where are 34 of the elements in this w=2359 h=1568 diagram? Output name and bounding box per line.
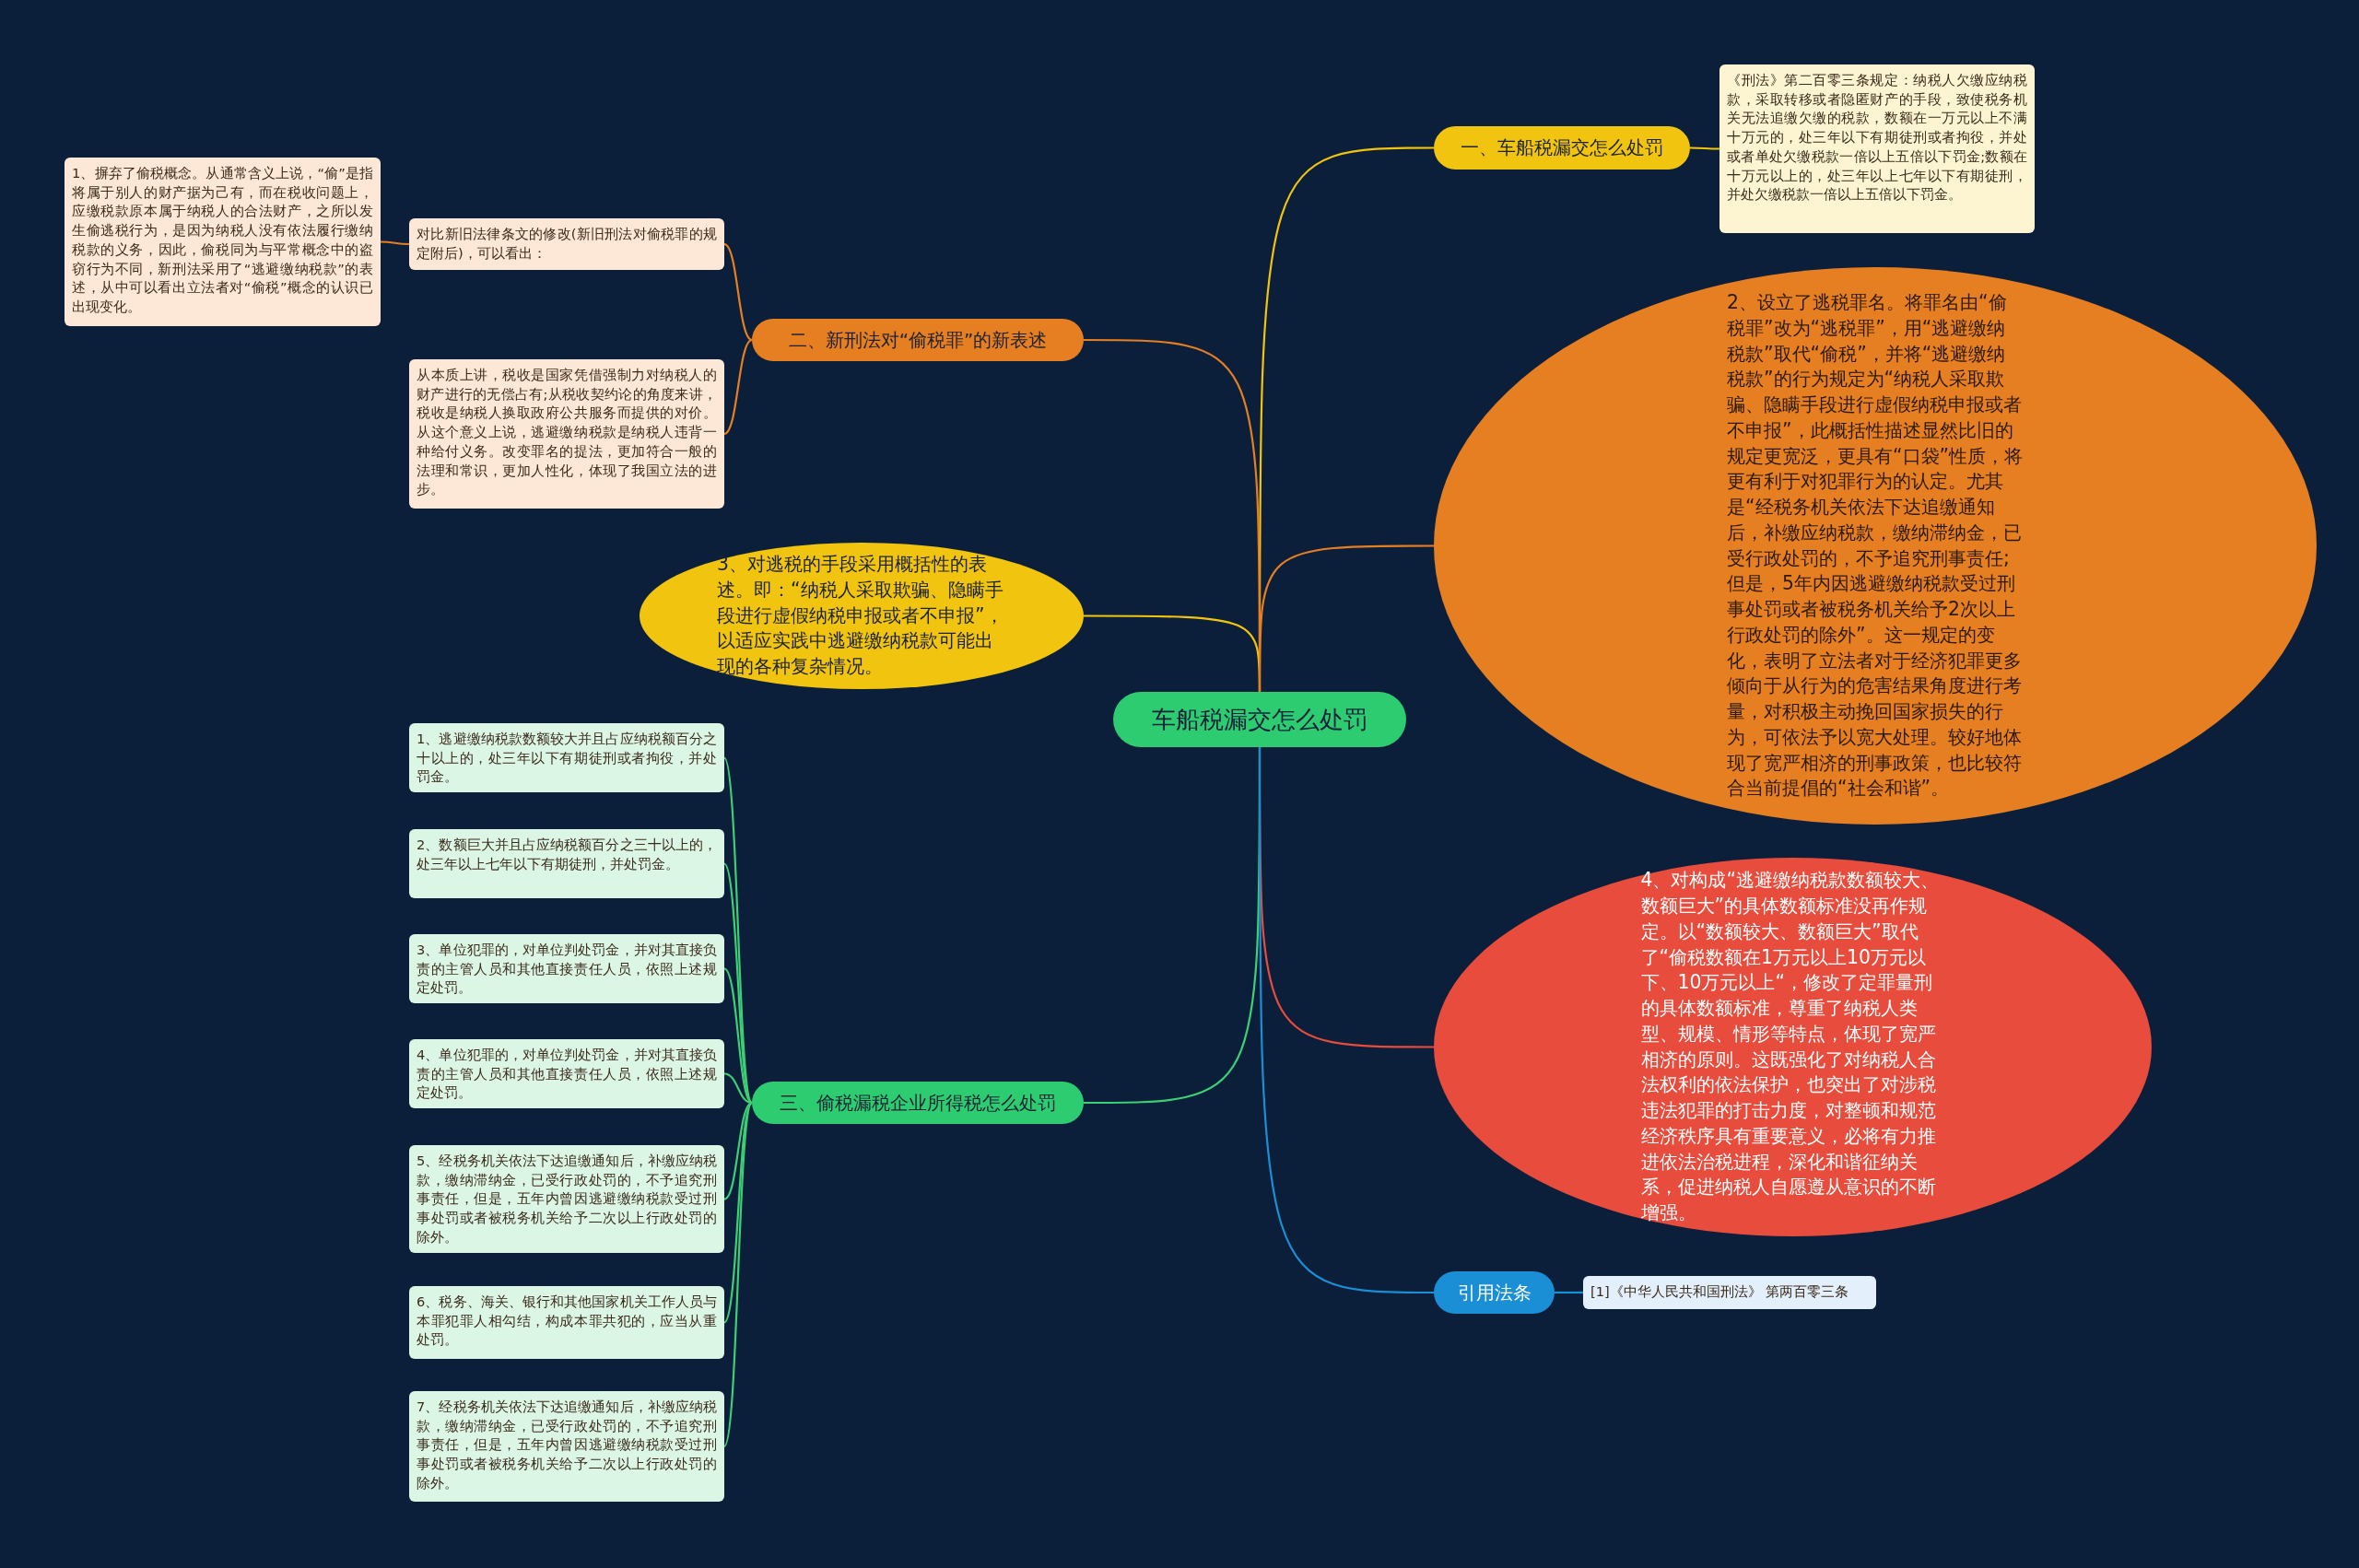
note-card: 3、单位犯罪的，对单位判处罚金，并对其直接负责的主管人员和其他直接责任人员，依照上述规定处罚。 xyxy=(409,934,724,1003)
connector-line xyxy=(723,339,753,435)
connector-line xyxy=(381,240,409,246)
note-card: 从本质上讲，税收是国家凭借强制力对纳税人的财产进行的无偿占有;从税收契约论的角度来讲，税收是纳税人换取政府公共服务而提供的对价。从这个意义上说，逃避缴纳税款是纳税人违背一种给付义务。改变罪名的提法，更加符合一般的法理和常识，更加人性化，体现了我国立法的进步。 xyxy=(409,359,724,509)
note-card: 1、摒弃了偷税概念。从通常含义上说，“偷”是指将属于别人的财产据为己有，而在税收问题上，应缴税款原本属于纳税人的合法财产，之所以发生偷逃税行为，是因为纳税人没有依法履行缴纳税款的义务，因此，偷税同为与平常概念中的盗窃行为不同，新刑法采用了“逃避缴纳税款”的表述，从中可以看出立法者对“偷税”概念的认识已出现变化。 xyxy=(65,158,381,326)
connector-line xyxy=(723,1102,753,1324)
topic-pill: 引用法条 xyxy=(1434,1271,1555,1314)
connector-line xyxy=(1555,1291,1583,1294)
connector-line xyxy=(723,243,753,341)
connector-line xyxy=(723,1072,753,1105)
connector-line xyxy=(723,967,753,1104)
connector-line xyxy=(1690,146,1719,150)
topic-pill: 一、车船税漏交怎么处罚 xyxy=(1434,126,1690,170)
connector-line xyxy=(1258,747,1434,1294)
connector-line xyxy=(723,862,753,1104)
topic-ellipse: 4、对构成“逃避缴纳税款数额较大、数额巨大”的具体数额标准没再作规定。以“数额较大、数额巨大”取代了“偷税数额在1万元以上10万元以下、10万元以上“，修改了定罪量刑的具体数额标准，尊重了纳税人类型、规模、情形等特点，体现了宽严相济的原则。这既强化了对纳税人合法权利的依法保护，也突出了对涉税违法犯罪的打击力度，对整顿和规范经济秩序具有重要意义，必将有力推进依法治税进程，深化和谐征纳关系，促进纳税人自愿遵从意识的不断增强。 xyxy=(1434,858,2152,1236)
topic-pill: 二、新刑法对“偷税罪”的新表述 xyxy=(752,319,1084,361)
note-card: 7、经税务机关依法下达追缴通知后，补缴应纳税款，缴纳滞纳金，已受行政处罚的，不予追究刑事责任，但是，五年内曾因逃避缴纳税款受过刑事处罚或者被税务机关给予二次以上行政处罚的除外。 xyxy=(409,1391,724,1502)
note-card: 《刑法》第二百零三条规定：纳税人欠缴应纳税款，采取转移或者隐匿财产的手段，致使税务机关无法追缴欠缴的税款，数额在一万元以上不满十万元的，处三年以下有期徒刑或者拘役，并处或者单处欠缴税款一倍以上五倍以下罚金;数额在十万元以上的，处三年以上七年以下有期徒刑，并处欠缴税款一倍以上五倍以下罚金。 xyxy=(1719,64,2035,233)
topic-ellipse: 2、设立了逃税罪名。将罪名由“偷税罪”改为“逃税罪”，用“逃避缴纳税款”取代“偷税”，并将“逃避缴纳税款”的行为规定为“纳税人采取欺骗、隐瞒手段进行虚假纳税申报或者不申报”，此概括性描述显然比旧的规定更宽泛，更具有“口袋”性质，将更有利于对犯罪行为的认定。尤其是“经税务机关依法下达追缴通知后，补缴应纳税款，缴纳滞纳金，已受行政处罚的，不予追究刑事责任;但是，5年内因逃避缴纳税款受过刑事处罚或者被税务机关给予2次以上行政处罚的除外”。这一规定的变化，表明了立法者对于经济犯罪更多倾向于从行为的危害结果角度进行考量，对积极主动挽回国家损失的行为，可依法予以宽大处理。较好地体现了宽严相济的刑事政策，也比较符合当前提倡的“社会和谐”。 xyxy=(1434,267,2317,825)
connector-line xyxy=(723,757,753,1104)
note-card: 1、逃避缴纳税款数额较大并且占应纳税额百分之十以上的，处三年以下有期徒刑或者拘役，并处罚金。 xyxy=(409,723,724,792)
topic-pill: 三、偷税漏税企业所得税怎么处罚 xyxy=(752,1082,1084,1124)
note-card: [1]《中华人民共和国刑法》 第两百零三条 xyxy=(1583,1276,1876,1309)
note-card: 4、单位犯罪的，对单位判处罚金，并对其直接负责的主管人员和其他直接责任人员，依照上述规定处罚。 xyxy=(409,1039,724,1108)
note-card: 2、数额巨大并且占应纳税额百分之三十以上的，处三年以上七年以下有期徒刑，并处罚金。 xyxy=(409,829,724,898)
connector-line xyxy=(723,1102,753,1200)
topic-ellipse: 3、对逃税的手段采用概括性的表述。即：“纳税人采取欺骗、隐瞒手段进行虚假纳税申报或者不申报”，以适应实践中逃避缴纳税款可能出现的各种复杂情况。 xyxy=(640,543,1084,689)
connector-line xyxy=(723,1102,753,1447)
connector-line xyxy=(1258,544,1434,692)
note-card: 6、税务、海关、银行和其他国家机关工作人员与本罪犯罪人相勾结，构成本罪共犯的，应当从重处罚。 xyxy=(409,1286,724,1359)
central-topic: 车船税漏交怎么处罚 xyxy=(1113,692,1406,747)
note-card: 对比新旧法律条文的修改(新旧刑法对偷税罪的规定附后)，可以看出： xyxy=(409,218,724,270)
note-card: 5、经税务机关依法下达追缴通知后，补缴应纳税款，缴纳滞纳金，已受行政处罚的，不予追究刑事责任，但是，五年内曾因逃避缴纳税款受过刑事处罚或者被税务机关给予二次以上行政处罚的除外。 xyxy=(409,1145,724,1253)
